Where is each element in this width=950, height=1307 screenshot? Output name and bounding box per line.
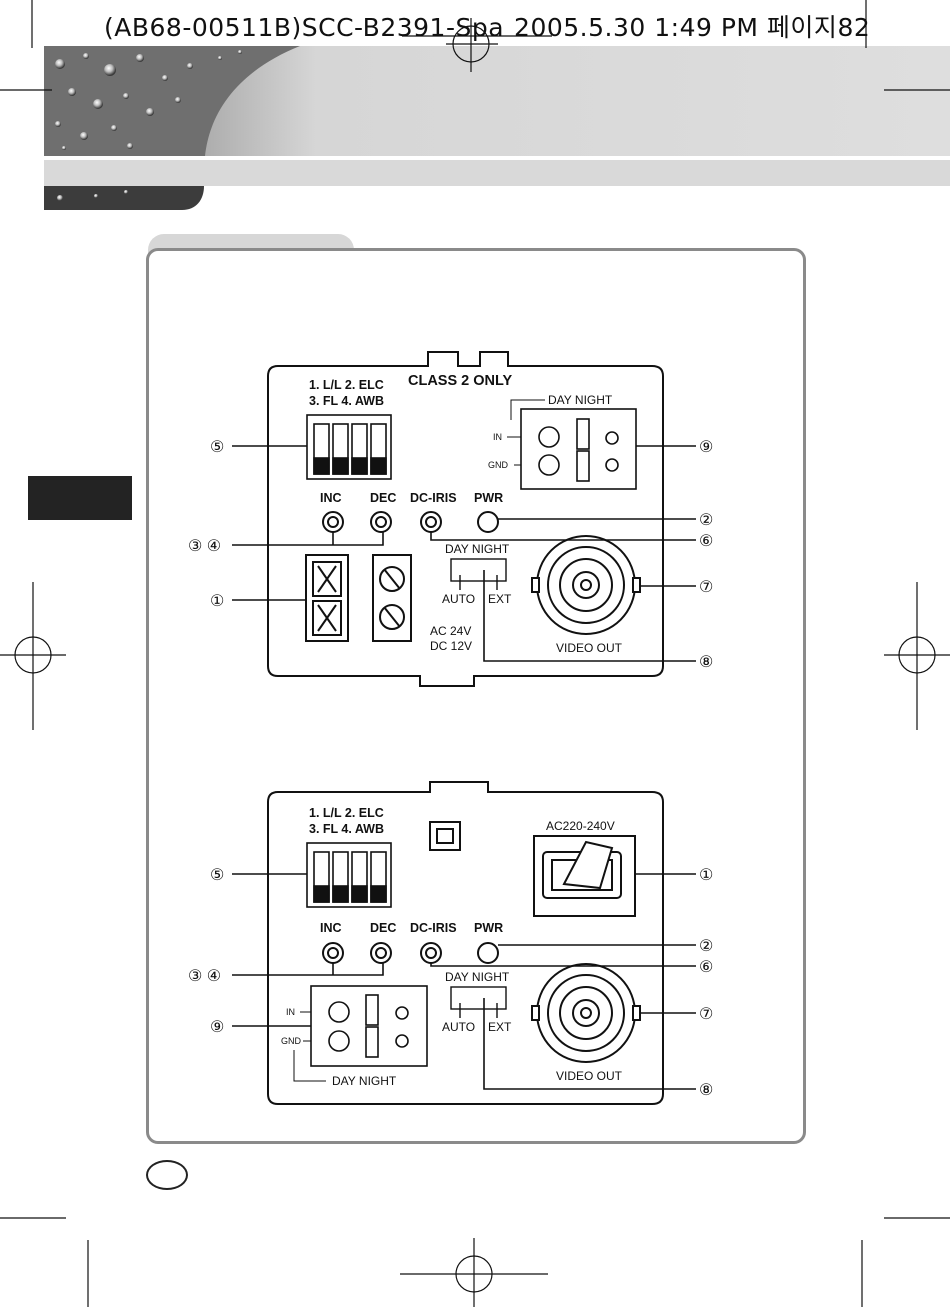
header-time: 1:49 PM [654,13,759,42]
daynight-terminal [507,399,637,490]
inc-label: INC [320,491,342,505]
pwr-label: PWR [474,491,503,505]
print-header: (AB68-00511B)SCC-B2391-Spa 2005.5.30 1:49… [104,8,870,44]
callout-5: ⑤ [210,439,224,456]
in-label: IN [493,432,502,442]
buttons-row [322,511,499,533]
banner-bottom-band [44,160,950,186]
callout-1: ① [699,867,713,884]
callout-2: ② [699,512,713,529]
callout-7: ⑦ [699,579,713,596]
video-out-bnc [531,535,641,635]
dec-label: DEC [370,491,396,505]
daynight-switch [450,558,507,590]
dip-label-2: 3. FL 4. AWB [309,822,384,836]
inc-label: INC [320,921,342,935]
video-out-label: VIDEO OUT [556,1069,623,1083]
callout-9: ⑨ [699,439,713,456]
callout-2: ② [699,938,713,955]
daynight-switch-label: DAY NIGHT [445,970,510,984]
callout-lines [232,873,696,1090]
power-rocker-switch [533,835,636,917]
video-out-label: VIDEO OUT [556,641,623,655]
callout-7: ⑦ [699,1006,713,1023]
power-label-1: AC 24V [430,624,471,638]
gnd-label: GND [488,460,509,470]
daynight-terminal [293,985,428,1082]
auto-label: AUTO [442,592,475,606]
callout-6: ⑥ [699,959,713,976]
callout-8: ⑧ [699,1082,713,1099]
daynight-terminal-label: DAY NIGHT [332,1074,397,1088]
water-droplets [55,50,242,201]
dip-switch [306,842,392,908]
dip-label-2: 3. FL 4. AWB [309,394,384,408]
callout-lines [232,445,696,662]
callout-3-4: ③ ④ [188,968,221,985]
dec-label: DEC [370,921,396,935]
daynight-switch-label: DAY NIGHT [445,542,510,556]
header-date: 2005.5.30 [514,13,646,42]
callout-3-4: ③ ④ [188,538,221,555]
dciris-label: DC-IRIS [410,921,457,935]
in-label: IN [286,1007,295,1017]
daynight-terminal-label: DAY NIGHT [548,393,613,407]
callout-9: ⑨ [210,1019,224,1036]
page-number-oval [146,1160,188,1190]
dip-label-1: 1. L/L 2. ELC [309,378,384,392]
callout-1: ① [210,593,224,610]
pwr-label: PWR [474,921,503,935]
video-out-bnc [531,963,641,1063]
callout-5: ⑤ [210,867,224,884]
dip-label-1: 1. L/L 2. ELC [309,806,384,820]
callout-6: ⑥ [699,533,713,550]
ac-label: AC220-240V [546,819,615,833]
auto-label: AUTO [442,1020,475,1034]
header-banner [44,46,950,210]
callout-8: ⑧ [699,654,713,671]
banner-dark-tab [44,186,204,210]
ext-label: EXT [488,592,512,606]
header-code: (AB68-00511B)SCC-B2391-Spa [104,13,505,42]
dciris-label: DC-IRIS [410,491,457,505]
power-label-2: DC 12V [430,639,472,653]
buttons-row [322,942,499,964]
square-indicator [429,821,461,851]
daynight-switch [450,986,507,1018]
header-page-word: 페이지 [766,13,838,42]
section-side-tab [28,476,132,520]
dip-switch [306,414,392,480]
power-terminal [305,554,412,642]
gnd-label: GND [281,1036,302,1046]
header-page-num: 82 [837,13,871,42]
ext-label: EXT [488,1020,512,1034]
class-label: CLASS 2 ONLY [408,373,513,389]
